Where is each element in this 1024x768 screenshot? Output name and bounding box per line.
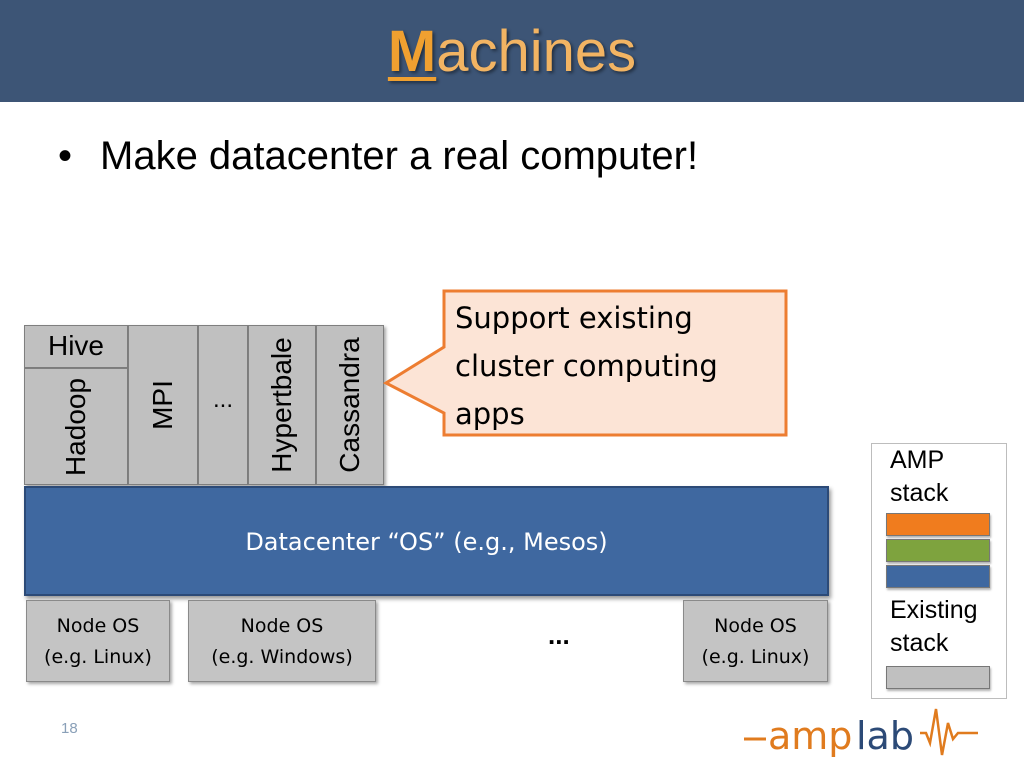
node-os-box: Node OS (e.g. Windows) (188, 600, 376, 682)
title-bar (0, 0, 1024, 102)
mpi-box: MPI (128, 325, 198, 485)
bullet-text: Make datacenter a real computer! (100, 134, 699, 178)
hypertable-label: Hypertbale (266, 337, 297, 473)
hive-label: Hive (47, 330, 104, 361)
node-os-example: (e.g. Linux) (701, 646, 810, 668)
callout-text: Support existing cluster computing apps (455, 294, 775, 438)
legend-swatch-gray (886, 666, 990, 689)
node-os-box: Node OS (e.g. Linux) (26, 600, 170, 682)
logo-amp: amp (768, 714, 852, 758)
legend-swatch-green (886, 539, 990, 562)
datacenter-os-label: Datacenter “OS” (e.g., Mesos) (245, 528, 608, 556)
cassandra-label: Cassandra (334, 337, 365, 473)
bullet-dot-icon: • (58, 134, 73, 178)
node-os-title: Node OS (714, 615, 797, 637)
hadoop-label: Hadoop (60, 377, 91, 476)
node-os-title: Node OS (56, 615, 140, 637)
node-os-box: Node OS (e.g. Linux) (683, 600, 828, 682)
legend-amp-label: AMP stack (890, 444, 948, 510)
datacenter-os-bar: Datacenter “OS” (e.g., Mesos) (24, 486, 829, 596)
legend-existing-line: stack (890, 629, 949, 657)
node-os-title: Node OS (240, 615, 324, 637)
amplab-logo: amp lab (744, 708, 978, 758)
legend-swatch-orange (886, 513, 990, 536)
logo-wave-icon (920, 708, 978, 756)
callout-line: Support existing (455, 301, 693, 335)
frameworks-ellipsis: ... (212, 386, 233, 413)
legend-swatch-blue (886, 565, 990, 588)
mpi-label: MPI (147, 380, 178, 430)
page-number: 18 (61, 720, 78, 737)
callout-line: cluster computing (455, 349, 718, 383)
legend-amp-line: AMP (890, 446, 945, 474)
callout-line: apps (455, 397, 525, 431)
hadoop-box: Hadoop (24, 368, 128, 485)
slide-title: Machines (0, 20, 1024, 84)
cassandra-box: Cassandra (316, 325, 384, 485)
logo-lab: lab (856, 714, 914, 758)
title-rest: achines (436, 19, 637, 84)
bullet-item: • Make datacenter a real computer! (58, 128, 698, 184)
legend: AMP stack Existing stack (871, 443, 1007, 699)
node-os-example: (e.g. Linux) (44, 646, 152, 668)
nodes-ellipsis: ... (548, 620, 570, 650)
legend-existing-line: Existing (890, 596, 978, 624)
hive-box: Hive (24, 325, 128, 368)
legend-existing-label: Existing stack (890, 594, 978, 660)
hypertable-box: Hypertbale (248, 325, 316, 485)
legend-amp-line: stack (890, 479, 949, 507)
ellipsis-box: ... (198, 325, 248, 485)
callout-bubble (382, 289, 788, 437)
title-first-letter: M (387, 19, 437, 84)
node-os-example: (e.g. Windows) (211, 646, 353, 668)
